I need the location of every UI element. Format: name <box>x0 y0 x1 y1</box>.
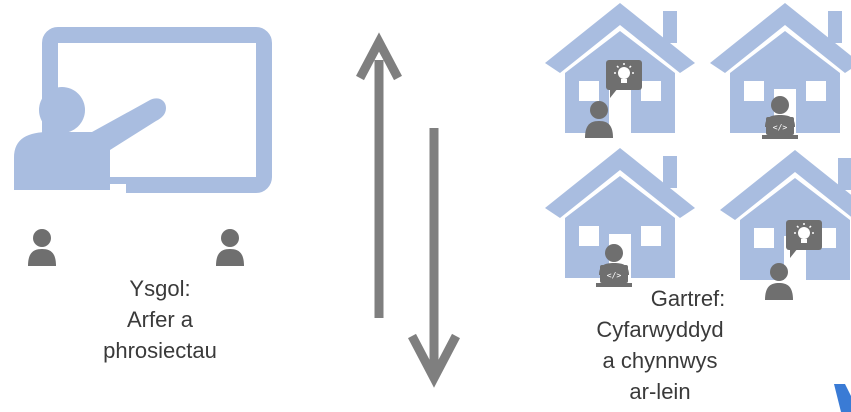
teacher-at-board-icon <box>14 27 272 198</box>
home-label-line: Cyfarwyddyd <box>596 317 724 342</box>
house-icon <box>720 150 851 280</box>
home-label-line: ar-lein <box>629 379 691 404</box>
person-icon <box>28 229 56 266</box>
up-arrow-icon <box>356 32 402 318</box>
school-label-line: Ysgol: <box>129 276 191 301</box>
partial-logo-mark <box>834 384 851 412</box>
teacher-head <box>39 87 85 133</box>
school-label-line: Arfer a <box>126 307 194 332</box>
person-icon <box>216 229 244 266</box>
home-label-line: Gartref: <box>650 286 726 311</box>
teacher-body <box>14 98 166 190</box>
home-label: Gartref: Cyfarwyddyd a chynnwys ar-lein <box>560 283 760 407</box>
school-label: Ysgol: Arfer a phrosiectau <box>50 273 270 366</box>
down-arrow-icon <box>408 128 460 388</box>
home-label-line: a chynnwys <box>602 348 718 373</box>
school-label-line: phrosiectau <box>103 338 217 363</box>
